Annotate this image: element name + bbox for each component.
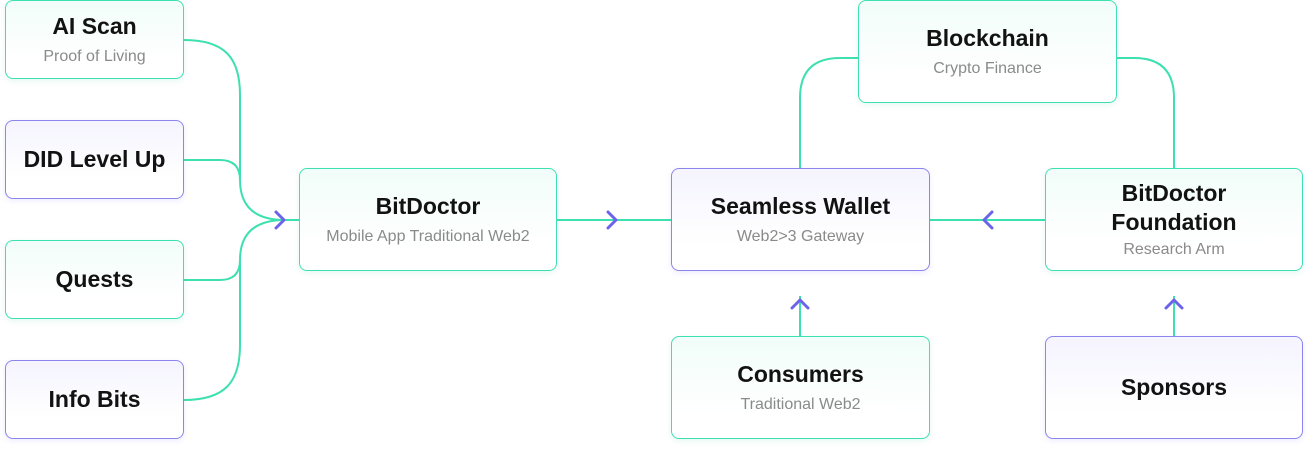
connector-did-level-up [184,159,241,181]
node-seamless-wallet: Seamless Wallet Web2>3 Gateway [671,168,930,271]
connector-blockchain [799,57,1175,168]
node-quests: Quests [5,240,184,319]
node-seamless-wallet-title: Seamless Wallet [710,193,891,219]
node-info-bits-title: Info Bits [48,386,141,412]
arrow-into-bitdoctor [274,210,286,230]
node-ai-scan-subtitle: Proof of Living [43,48,146,65]
arrow-into-wallet [606,210,618,230]
node-blockchain: Blockchain Crypto Finance [858,0,1117,103]
node-foundation-title-line2: Foundation [1111,209,1237,235]
node-consumers: Consumers Traditional Web2 [671,336,930,439]
connector-quests [184,259,241,281]
node-did-level-up-title: DID Level Up [23,146,166,172]
node-quests-title: Quests [55,266,134,292]
connector-info-bits [183,219,286,401]
node-info-bits: Info Bits [5,360,184,439]
node-seamless-wallet-subtitle: Web2>3 Gateway [736,228,865,245]
node-blockchain-title: Blockchain [926,25,1049,51]
node-bitdoctor-subtitle: Mobile App Traditional Web2 [326,228,530,245]
node-ai-scan-title: AI Scan [52,13,137,39]
node-ai-scan: AI Scan Proof of Living [5,0,184,79]
node-sponsors: Sponsors [1045,336,1303,439]
node-sponsors-title: Sponsors [1120,374,1228,400]
node-bitdoctor: BitDoctor Mobile App Traditional Web2 [299,168,557,271]
node-did-level-up: DID Level Up [5,120,184,199]
node-consumers-subtitle: Traditional Web2 [740,396,861,413]
node-foundation-title-line1: BitDoctor [1121,180,1227,206]
arrow-from-consumers [790,298,810,310]
arrow-from-foundation [982,210,994,230]
node-bitdoctor-title: BitDoctor [375,193,481,219]
arrow-from-sponsors [1164,298,1184,310]
node-blockchain-subtitle: Crypto Finance [933,60,1042,77]
node-consumers-title: Consumers [737,361,864,387]
node-foundation-subtitle: Research Arm [1123,241,1225,258]
node-bitdoctor-foundation: BitDoctor Foundation Research Arm [1045,168,1303,271]
connector-ai-scan [183,39,286,221]
